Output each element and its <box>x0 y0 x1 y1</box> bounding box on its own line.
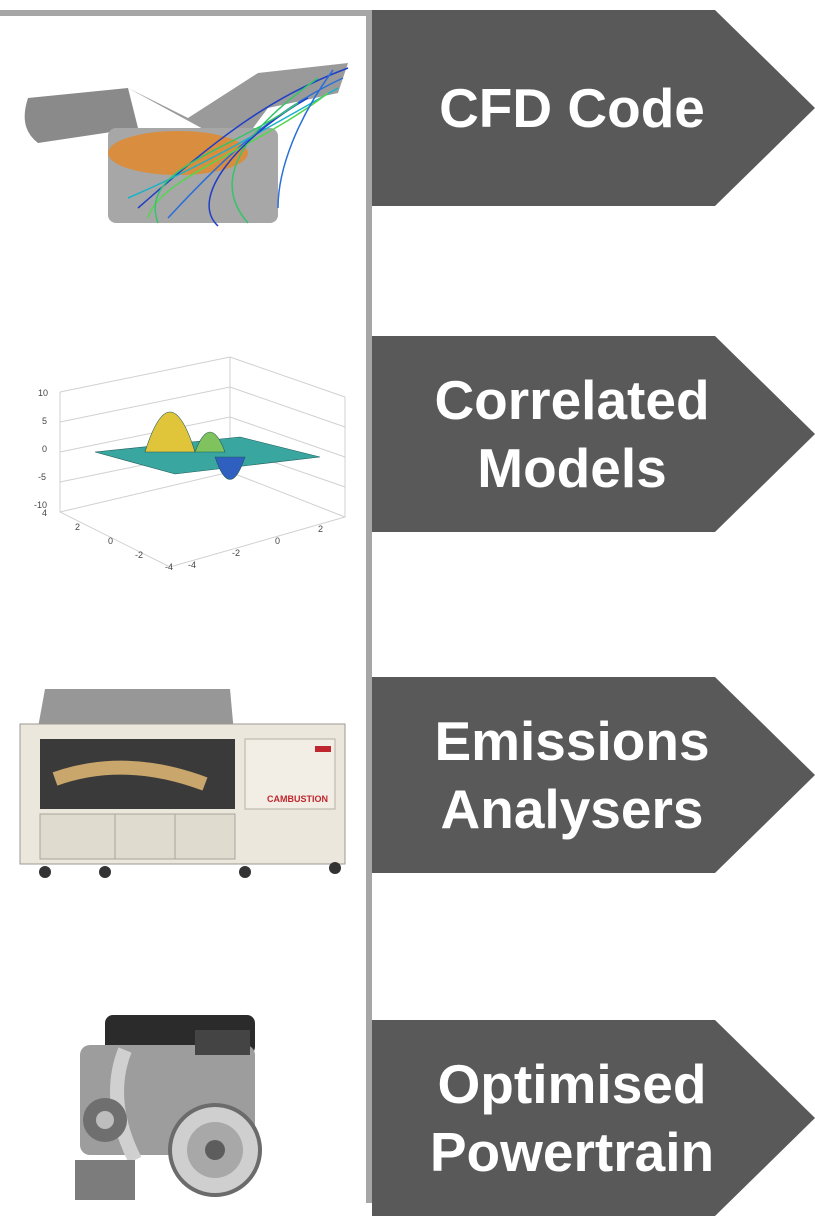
x-tick: 0 <box>108 536 113 546</box>
brand-logo-text: CAMBUSTION <box>267 794 328 804</box>
engine-cylinder-cfd-flow-icon <box>18 58 358 228</box>
step-label-line2: Analysers <box>440 778 704 840</box>
step-label-line1: Correlated <box>434 369 710 431</box>
arrow-shape <box>372 1020 815 1216</box>
step-label-line1: CFD Code <box>439 77 705 139</box>
top-divider <box>0 10 371 16</box>
engine-block-icon <box>65 1010 265 1203</box>
y-tick: 0 <box>275 536 280 546</box>
x-tick: 4 <box>42 508 47 518</box>
x-tick: 2 <box>75 522 80 532</box>
vertical-divider <box>366 10 372 1203</box>
y-tick: -2 <box>232 548 240 558</box>
x-tick: -4 <box>165 562 173 572</box>
step-label-line2: Models <box>477 437 667 499</box>
x-tick: -2 <box>135 550 143 560</box>
step-arrow-optimised-powertrain: Optimised Powertrain <box>372 1020 815 1216</box>
step-arrow-emissions-analysers: Emissions Analysers <box>372 677 815 873</box>
arrow-shape <box>372 677 815 873</box>
arrow-shape <box>372 336 815 532</box>
z-tick: -10 <box>34 500 47 510</box>
step-arrow-correlated-models: Correlated Models <box>372 336 815 532</box>
step-label-line2: Powertrain <box>429 1121 715 1183</box>
y-tick: -4 <box>188 560 196 570</box>
step-arrow-cfd-code: CFD Code <box>372 10 815 206</box>
emissions-analyser-machine-icon: CAMBUSTION <box>15 684 355 884</box>
z-tick: 0 <box>42 444 47 454</box>
y-tick: 2 <box>318 524 323 534</box>
z-tick: -5 <box>38 472 46 482</box>
step-label-line1: Optimised <box>437 1053 707 1115</box>
step-label-line1: Emissions <box>434 710 710 772</box>
arrow-shape <box>372 10 815 206</box>
3d-surface-plot-icon: 10 5 0 -5 -10 4 2 0 -2 -4 -4 -2 0 2 <box>20 352 360 572</box>
z-tick: 10 <box>38 388 48 398</box>
z-tick: 5 <box>42 416 47 426</box>
